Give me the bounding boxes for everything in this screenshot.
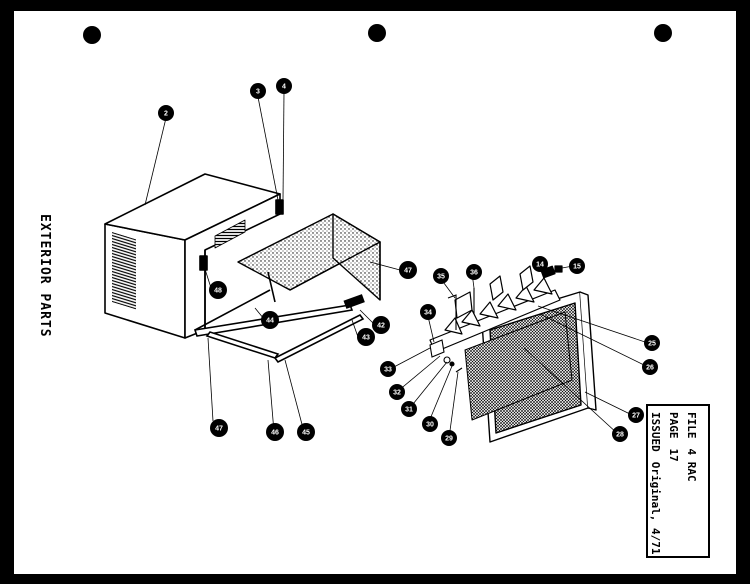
leader-lines <box>144 91 649 439</box>
callout-33: 33 <box>380 361 396 377</box>
callout-15: 15 <box>569 258 585 274</box>
callout-48: 48 <box>209 281 227 299</box>
svg-text:35: 35 <box>437 274 445 281</box>
svg-text:14: 14 <box>536 262 544 269</box>
louver-assembly <box>429 265 563 353</box>
callout-42: 42 <box>372 316 390 334</box>
svg-text:34: 34 <box>424 310 432 317</box>
callout-36: 36 <box>466 264 482 280</box>
cover-panel <box>237 213 381 301</box>
info-box: FILE4 RAC PAGE17 ISSUEDOriginal, 4/71 <box>646 404 710 558</box>
svg-text:47: 47 <box>215 426 223 433</box>
callout-14: 14 <box>532 256 548 272</box>
svg-text:36: 36 <box>470 270 478 277</box>
callout-27: 27 <box>628 407 644 423</box>
callout-4: 4 <box>276 78 292 94</box>
callout-2: 2 <box>158 105 174 121</box>
callout-29: 29 <box>441 430 457 446</box>
svg-text:48: 48 <box>214 288 222 295</box>
callout-46: 46 <box>266 423 284 441</box>
svg-text:15: 15 <box>573 264 581 271</box>
svg-text:44: 44 <box>266 318 274 325</box>
svg-text:30: 30 <box>426 422 434 429</box>
callout-35: 35 <box>433 268 449 284</box>
callout-32: 32 <box>389 384 405 400</box>
svg-text:47: 47 <box>404 268 412 275</box>
callout-28: 28 <box>612 426 628 442</box>
callout-43: 43 <box>357 328 375 346</box>
callout-26: 26 <box>642 359 658 375</box>
svg-text:32: 32 <box>393 390 401 397</box>
svg-text:4: 4 <box>282 84 286 91</box>
svg-text:25: 25 <box>648 341 656 348</box>
svg-text:33: 33 <box>384 367 392 374</box>
svg-text:31: 31 <box>405 407 413 414</box>
callout-30: 30 <box>422 416 438 432</box>
front-grille <box>464 291 597 443</box>
binder-hole-center <box>368 24 386 42</box>
callout-47-top: 47 <box>399 261 417 279</box>
binder-hole-left <box>83 26 101 44</box>
callout-3: 3 <box>250 83 266 99</box>
svg-text:27: 27 <box>632 413 640 420</box>
svg-text:3: 3 <box>256 89 260 96</box>
svg-text:45: 45 <box>302 430 310 437</box>
small-parts <box>429 288 475 373</box>
callout-34: 34 <box>420 304 436 320</box>
cabinet <box>104 173 284 339</box>
callout-47-bottom: 47 <box>210 419 228 437</box>
callout-31: 31 <box>401 401 417 417</box>
svg-text:42: 42 <box>377 323 385 330</box>
svg-text:26: 26 <box>646 365 654 372</box>
svg-text:46: 46 <box>271 430 279 437</box>
svg-text:43: 43 <box>362 335 370 342</box>
callout-44: 44 <box>261 311 279 329</box>
callout-25: 25 <box>644 335 660 351</box>
svg-text:2: 2 <box>164 111 168 118</box>
callout-45: 45 <box>297 423 315 441</box>
svg-text:28: 28 <box>616 432 624 439</box>
svg-text:29: 29 <box>445 436 453 443</box>
binder-hole-right <box>654 24 672 42</box>
